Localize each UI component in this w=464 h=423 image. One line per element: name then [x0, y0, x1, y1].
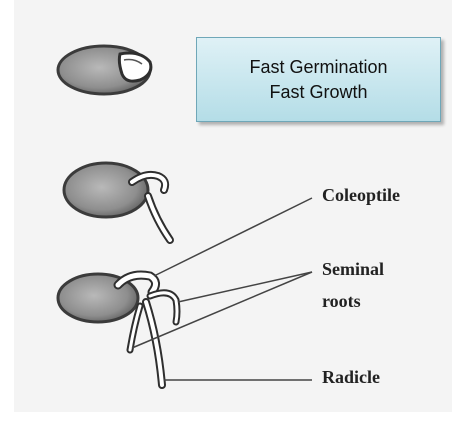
seed-stage-1 — [58, 46, 151, 94]
radicle-label: Radicle — [322, 367, 380, 388]
seminal-label-line-2: roots — [322, 291, 361, 312]
seed-stage-3 — [58, 274, 177, 385]
seed-stage-2 — [64, 163, 170, 240]
callout-box: Fast Germination Fast Growth — [196, 37, 441, 122]
seminal-leader-line-upper — [178, 272, 312, 302]
coleoptile-leader-line — [154, 198, 312, 276]
callout-line-2: Fast Growth — [269, 80, 367, 105]
seminal-label-line-1: Seminal — [322, 259, 384, 280]
coleoptile-label: Coleoptile — [322, 185, 400, 206]
callout-line-1: Fast Germination — [249, 55, 387, 80]
